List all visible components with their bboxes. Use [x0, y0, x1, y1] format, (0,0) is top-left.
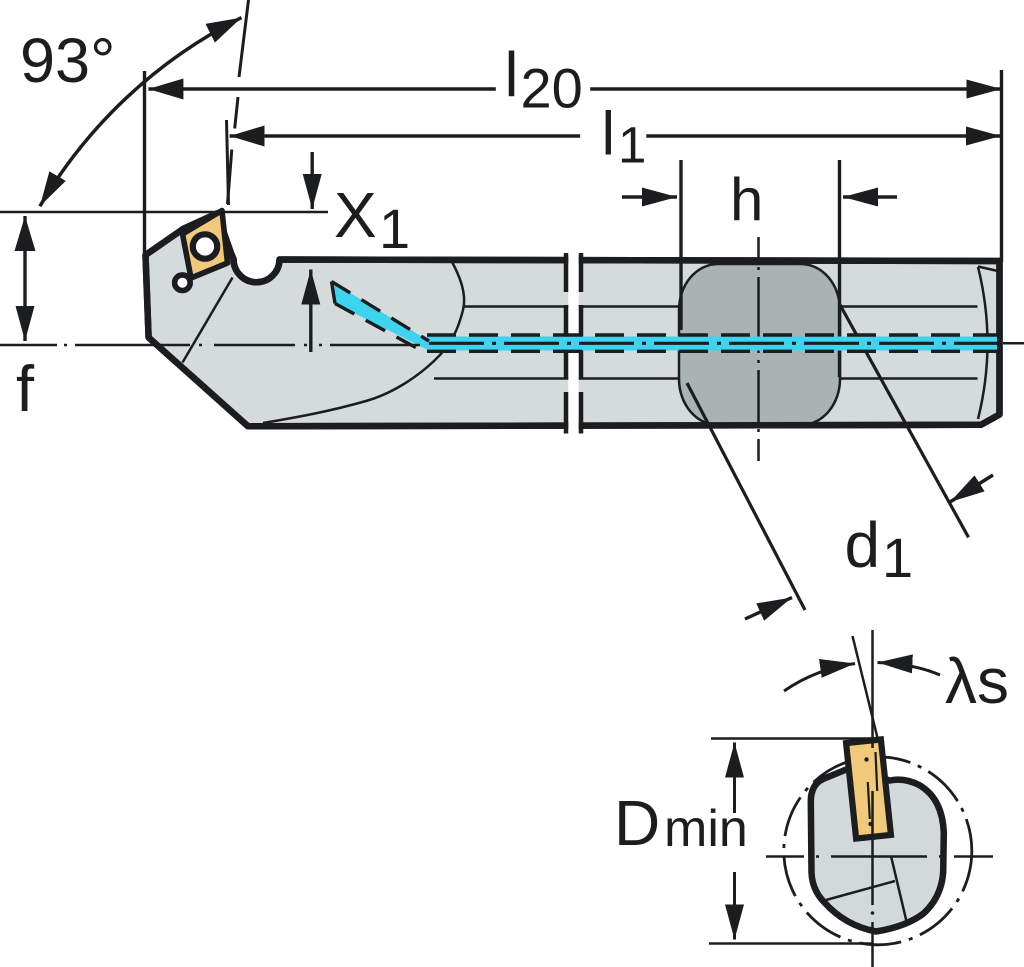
- svg-text:λs: λs: [945, 645, 1009, 717]
- svg-text:1: 1: [882, 526, 913, 589]
- svg-text:min: min: [664, 800, 748, 858]
- svg-text:l: l: [505, 40, 519, 110]
- svg-text:X: X: [334, 179, 377, 251]
- svg-text:f: f: [16, 352, 35, 425]
- svg-text:93°: 93°: [20, 26, 115, 96]
- svg-text:d: d: [845, 509, 881, 581]
- svg-text:D: D: [614, 787, 660, 859]
- svg-text:h: h: [730, 166, 763, 233]
- svg-text:1: 1: [379, 197, 410, 260]
- svg-text:l: l: [602, 100, 616, 168]
- svg-text:20: 20: [521, 57, 583, 120]
- svg-text:1: 1: [618, 117, 646, 174]
